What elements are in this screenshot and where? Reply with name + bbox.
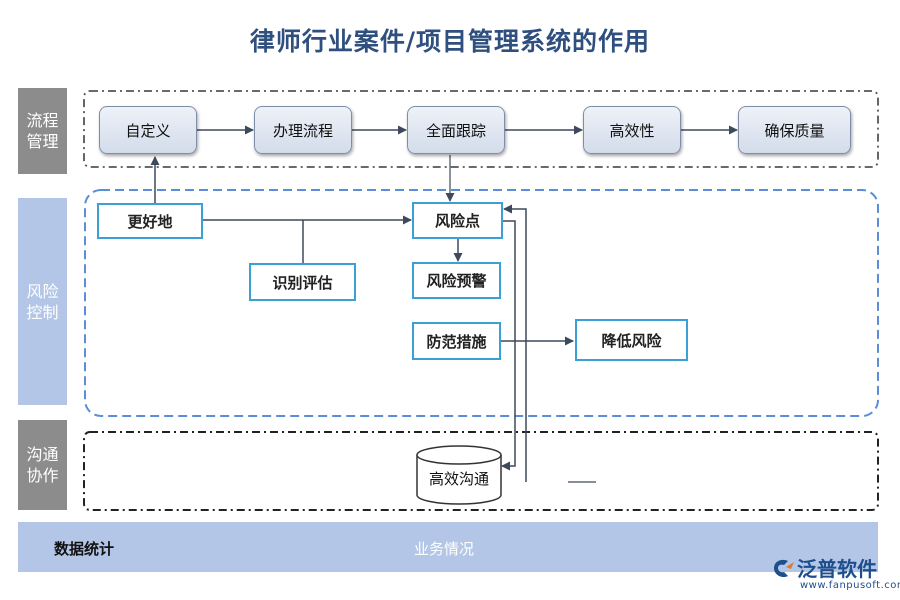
page-title: 律师行业案件/项目管理系统的作用 <box>249 27 651 56</box>
communication-database-shape <box>416 445 502 505</box>
risk-prevention: 防范措施 <box>412 322 501 360</box>
risk-point: 风险点 <box>412 202 503 239</box>
risk-identify: 识别评估 <box>249 263 356 301</box>
flow-efficiency: 高效性 <box>583 106 681 154</box>
risk-better: 更好地 <box>97 203 203 239</box>
section-label-process: 流程管理 <box>18 88 67 174</box>
risk-warning: 风险预警 <box>412 262 501 299</box>
brand-url: www.fanpusoft.com <box>800 580 900 591</box>
communication-node-label: 高效沟通 <box>428 470 489 488</box>
section-label-risk: 风险控制 <box>18 198 67 405</box>
communication-container <box>83 431 879 511</box>
arrow-communication-to-risk-point <box>503 204 527 482</box>
section-label-process-text: 流程管理 <box>26 111 59 151</box>
stats-bar <box>18 522 878 572</box>
section-label-communication: 沟通协作 <box>18 420 67 510</box>
flow-custom: 自定义 <box>99 106 197 154</box>
process-container <box>83 90 879 168</box>
risk-container <box>84 189 879 417</box>
flow-full-tracking: 全面跟踪 <box>407 106 505 154</box>
stats-subtitle: 业务情况 <box>414 540 475 558</box>
brand-logo: 泛普软件 www.fanpusoft.com <box>770 553 900 597</box>
stats-label: 数据统计 <box>54 540 115 558</box>
flow-quality: 确保质量 <box>738 106 851 154</box>
section-label-risk-text: 风险控制 <box>26 281 59 322</box>
brand-name: 泛普软件 <box>797 557 877 581</box>
brand-logo-icon <box>774 559 794 578</box>
section-label-communication-text: 沟通协作 <box>26 445 59 485</box>
risk-reduce: 降低风险 <box>575 319 688 361</box>
arrow-risk-point-to-communication <box>501 220 516 471</box>
flow-handling-process: 办理流程 <box>254 106 352 154</box>
